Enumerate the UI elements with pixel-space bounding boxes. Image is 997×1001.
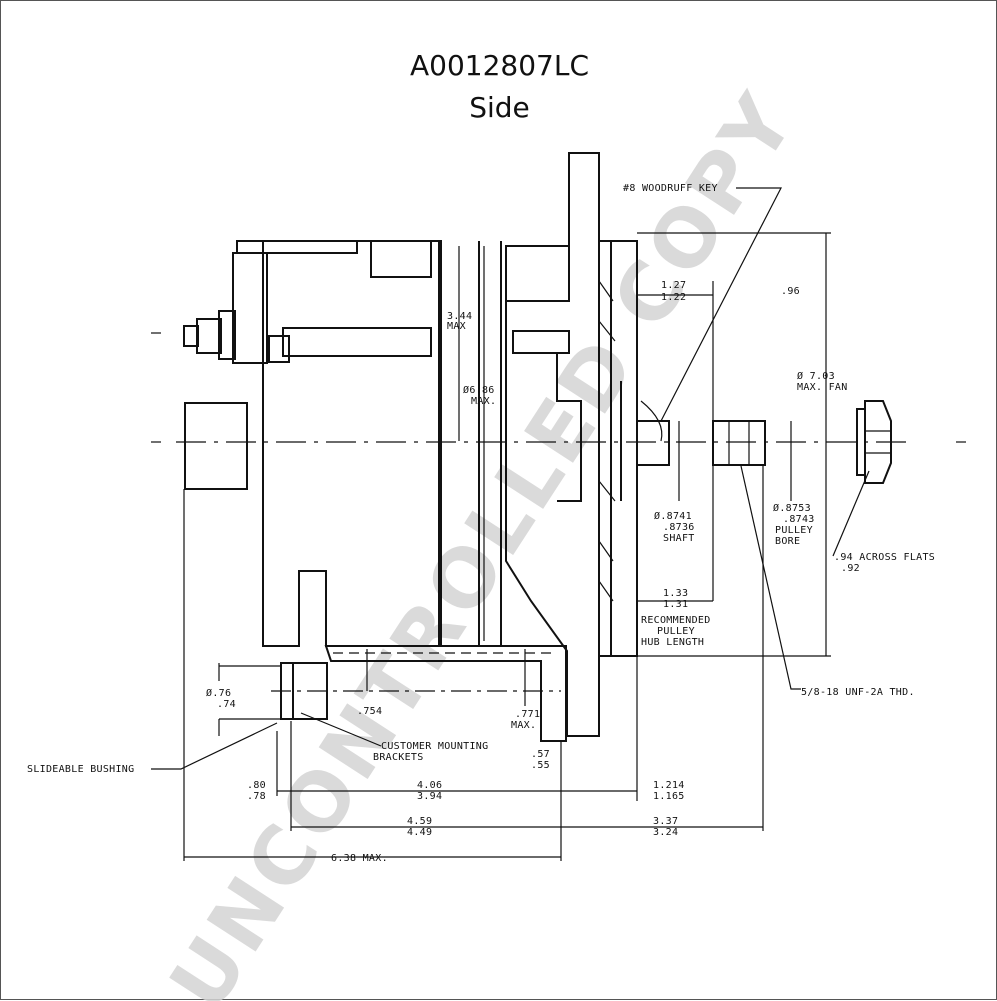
label-shaft-b: .8736 — [663, 522, 695, 533]
dimension-labels: #8 WOODRUFF KEY 1.27 1.22 .96 3.44 MAX Ø… — [27, 183, 935, 864]
label-96: .96 — [781, 286, 800, 297]
label-6-86: Ø6.86 — [463, 384, 495, 396]
label-3-24: 3.24 — [653, 827, 678, 838]
label-shaft: SHAFT — [663, 533, 695, 544]
label-fan-max: MAX. FAN — [797, 382, 848, 393]
label-flats-b: .92 — [841, 563, 860, 574]
label-80: .80 — [247, 780, 266, 791]
label-1-27: 1.27 — [661, 280, 686, 291]
label-thread: 5/8-18 UNF-2A THD. — [801, 687, 915, 698]
label-pulley: PULLEY — [775, 525, 813, 536]
label-771: .771 — [515, 709, 540, 720]
label-bore-a: Ø.8753 — [773, 502, 811, 514]
label-bush-dia-a: Ø.76 — [206, 687, 231, 699]
label-3-37: 3.37 — [653, 816, 678, 827]
dimension-lines — [151, 187, 870, 861]
label-hub-b: 1.31 — [663, 599, 688, 610]
label-1-165: 1.165 — [653, 791, 685, 802]
label-1-214: 1.214 — [653, 780, 685, 791]
label-hub-length: HUB LENGTH — [641, 637, 704, 648]
label-bore: BORE — [775, 536, 800, 547]
label-slideable-bushing: SLIDEABLE BUSHING — [27, 764, 134, 775]
label-6-86-max: MAX. — [471, 396, 496, 407]
label-shaft-a: Ø.8741 — [654, 510, 692, 522]
label-4-59: 4.59 — [407, 816, 432, 827]
label-hub-a: 1.33 — [663, 588, 688, 599]
label-771-max: MAX. — [511, 720, 536, 731]
label-flats-a: .94 ACROSS FLATS — [834, 552, 935, 563]
label-1-22: 1.22 — [661, 292, 686, 303]
label-3-44-max: MAX — [447, 321, 466, 332]
label-6-38-max: 6.38 MAX. — [331, 853, 388, 864]
label-754: .754 — [357, 706, 382, 717]
label-57: .57 — [531, 749, 550, 760]
centerline — [151, 332, 966, 443]
label-3-44: 3.44 — [447, 311, 472, 322]
label-bush-dia-b: .74 — [217, 699, 236, 710]
label-recommended: RECOMMENDED — [641, 615, 711, 626]
watermark-text: UNCONTROLLED COPY — [152, 76, 814, 1001]
label-4-06: 4.06 — [417, 780, 442, 791]
label-brackets: BRACKETS — [373, 752, 424, 763]
label-woodruff-key: #8 WOODRUFF KEY — [623, 183, 718, 194]
label-4-49: 4.49 — [407, 827, 432, 838]
label-fan-dia: Ø 7.03 — [797, 370, 835, 382]
label-55: .55 — [531, 760, 550, 771]
label-78: .78 — [247, 791, 266, 802]
label-bore-b: .8743 — [783, 514, 815, 525]
label-pulley-hub: PULLEY — [657, 626, 695, 637]
drawing-title: A0012807LC — [409, 49, 589, 82]
drawing-subtitle: Side — [469, 91, 530, 124]
label-3-94: 3.94 — [417, 791, 442, 802]
label-customer-mounting: CUSTOMER MOUNTING — [381, 741, 488, 752]
